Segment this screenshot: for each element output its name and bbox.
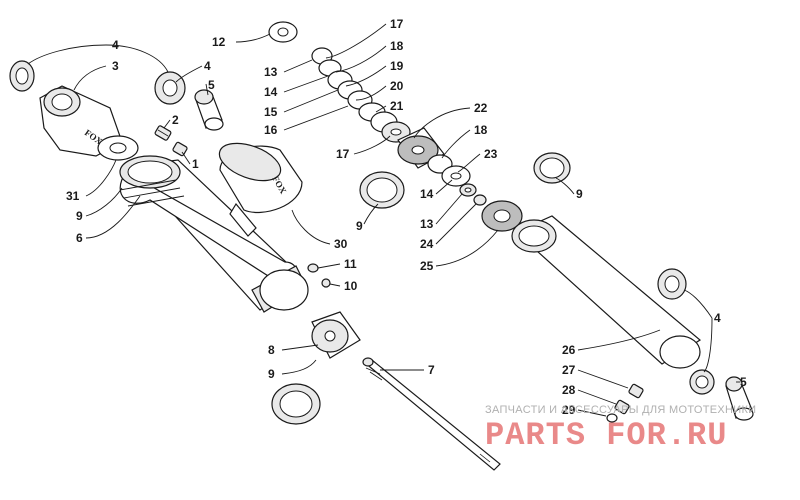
- washer-12: [268, 21, 298, 43]
- callout-2: 2: [172, 113, 179, 127]
- callout-15: 15: [264, 105, 278, 119]
- shaft-7: [362, 357, 501, 471]
- shock-body-6: [119, 155, 309, 313]
- callout-16: 16: [264, 123, 278, 137]
- lower-mount-8: [311, 311, 361, 359]
- callout-4a: 4: [112, 38, 119, 52]
- bushing-4-upper: [154, 71, 186, 105]
- callout-6: 6: [76, 231, 83, 245]
- callout-19: 19: [390, 59, 404, 73]
- callout-22: 22: [474, 101, 488, 115]
- callout-17b: 17: [336, 147, 350, 161]
- callout-7: 7: [428, 363, 435, 377]
- washer-23: [441, 165, 471, 187]
- callout-23: 23: [484, 147, 498, 161]
- ring-9-lower: [271, 383, 321, 425]
- bushing-4-right-upper: [657, 268, 687, 300]
- callout-20: 20: [390, 79, 404, 93]
- callout-21: 21: [390, 99, 404, 113]
- callout-3: 3: [112, 59, 119, 73]
- callout-8: 8: [268, 343, 275, 357]
- bushing-4-right-lower: [689, 369, 715, 395]
- callout-9c: 9: [356, 219, 363, 233]
- upper-mount-3: FOX: [39, 85, 123, 157]
- callout-10: 10: [344, 279, 358, 293]
- callout-30: 30: [334, 237, 348, 251]
- callout-5b: 5: [740, 375, 747, 389]
- callout-14b: 14: [420, 187, 434, 201]
- callout-11: 11: [344, 257, 357, 271]
- callout-12: 12: [212, 35, 226, 49]
- callout-9a: 9: [76, 209, 83, 223]
- callout-29: 29: [562, 403, 576, 417]
- reservoir-30: FOX: [218, 142, 303, 237]
- callout-31: 31: [66, 189, 80, 203]
- shock-body-26: [511, 215, 702, 369]
- fitting-10: [321, 278, 331, 288]
- callout-28: 28: [562, 383, 576, 397]
- valve-cap-29: [606, 413, 618, 423]
- leader-lines: [27, 23, 740, 417]
- callout-13a: 13: [264, 65, 278, 79]
- nut-13-lower: [459, 183, 477, 197]
- callout-13b: 13: [420, 217, 434, 231]
- callout-25: 25: [420, 259, 434, 273]
- callout-5a: 5: [208, 78, 215, 92]
- callout-4b: 4: [204, 59, 211, 73]
- valve-2: [154, 125, 172, 141]
- callout-9b: 9: [268, 367, 275, 381]
- valve-28: [614, 399, 630, 415]
- callout-4c: 4: [714, 311, 721, 325]
- sleeve-5-lower: [725, 376, 754, 421]
- callout-labels: 4 3 4 5 2 1 31 9 6 30 11 10 8 9 7 12 13 …: [66, 17, 747, 417]
- callout-9d: 9: [576, 187, 583, 201]
- callout-14a: 14: [264, 85, 278, 99]
- callout-26: 26: [562, 343, 576, 357]
- ring-9-right: [533, 152, 571, 184]
- valve-27: [628, 383, 644, 399]
- callout-24: 24: [420, 237, 434, 251]
- seal-head-25: [481, 200, 523, 232]
- callout-27: 27: [562, 363, 576, 377]
- fitting-11: [307, 263, 319, 273]
- callout-17a: 17: [390, 17, 404, 31]
- ring-9-center: [359, 171, 405, 209]
- bushing-4-top-left: [9, 60, 35, 92]
- washer-31: [97, 135, 139, 161]
- callout-1: 1: [192, 157, 199, 171]
- callout-18a: 18: [390, 39, 404, 53]
- nut-24: [473, 194, 487, 206]
- valve-cap-1: [172, 141, 188, 157]
- callout-18b: 18: [474, 123, 488, 137]
- sleeve-5-upper: [194, 89, 224, 131]
